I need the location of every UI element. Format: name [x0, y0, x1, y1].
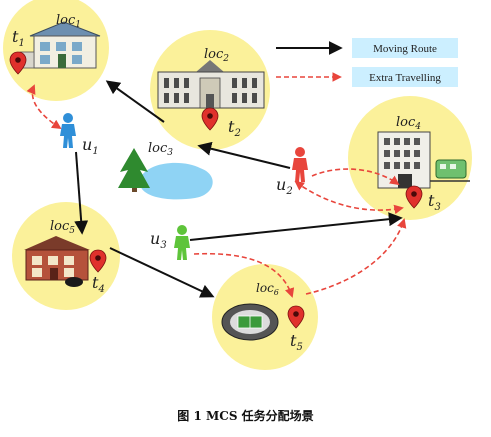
- user-u3-icon: [174, 225, 190, 260]
- loc1-label: loc1: [56, 13, 81, 30]
- loc3-label: loc3: [148, 141, 173, 158]
- loc6-label: loc6: [256, 281, 279, 297]
- legend-extra-travelling-box: [352, 67, 458, 87]
- stadium-icon-loc6: [221, 303, 279, 341]
- t1-label: t1: [12, 27, 25, 49]
- legend-moving-route-box: [352, 38, 458, 58]
- figure-caption: 图 1 MCS 任务分配场景: [177, 409, 314, 423]
- extra-t5-t3: [305, 218, 407, 295]
- legend-moving-route-label: Moving Route: [373, 43, 437, 55]
- extra-u2-t3: [294, 180, 404, 215]
- extra-u1-t1: [26, 84, 62, 130]
- route-u3-to-loc4: [189, 212, 403, 241]
- legend-extra-travelling-label: Extra Travelling: [369, 72, 441, 84]
- house-icon-loc5: [24, 236, 90, 287]
- u3-label: u3: [150, 229, 167, 251]
- tree-icon: [118, 148, 150, 192]
- pond: [139, 162, 213, 200]
- loc4-label: loc4: [396, 115, 421, 132]
- route-u2-to-loc3: [197, 141, 291, 169]
- route-loc5-to-loc6: [109, 247, 215, 298]
- building-icon-loc4: [377, 131, 470, 189]
- route-u1-loc1-to-loc5: [74, 151, 89, 235]
- user-u2-icon: [292, 147, 308, 182]
- u1-label: u1: [82, 135, 99, 157]
- user-u1-icon: [60, 113, 76, 148]
- loc2-label: loc2: [204, 47, 229, 64]
- route-u2-loc2: [105, 80, 165, 123]
- loc5-label: loc5: [50, 219, 75, 236]
- building-icon-loc2: [157, 60, 265, 109]
- t4-label: t4: [92, 273, 105, 295]
- legend: Moving Route Extra Travelling: [276, 38, 458, 87]
- t3-label: t3: [428, 191, 441, 213]
- t5-label: t5: [290, 331, 303, 353]
- extra-u2-top: [311, 168, 400, 186]
- t2-label: t2: [228, 117, 241, 139]
- u2-label: u2: [276, 175, 293, 197]
